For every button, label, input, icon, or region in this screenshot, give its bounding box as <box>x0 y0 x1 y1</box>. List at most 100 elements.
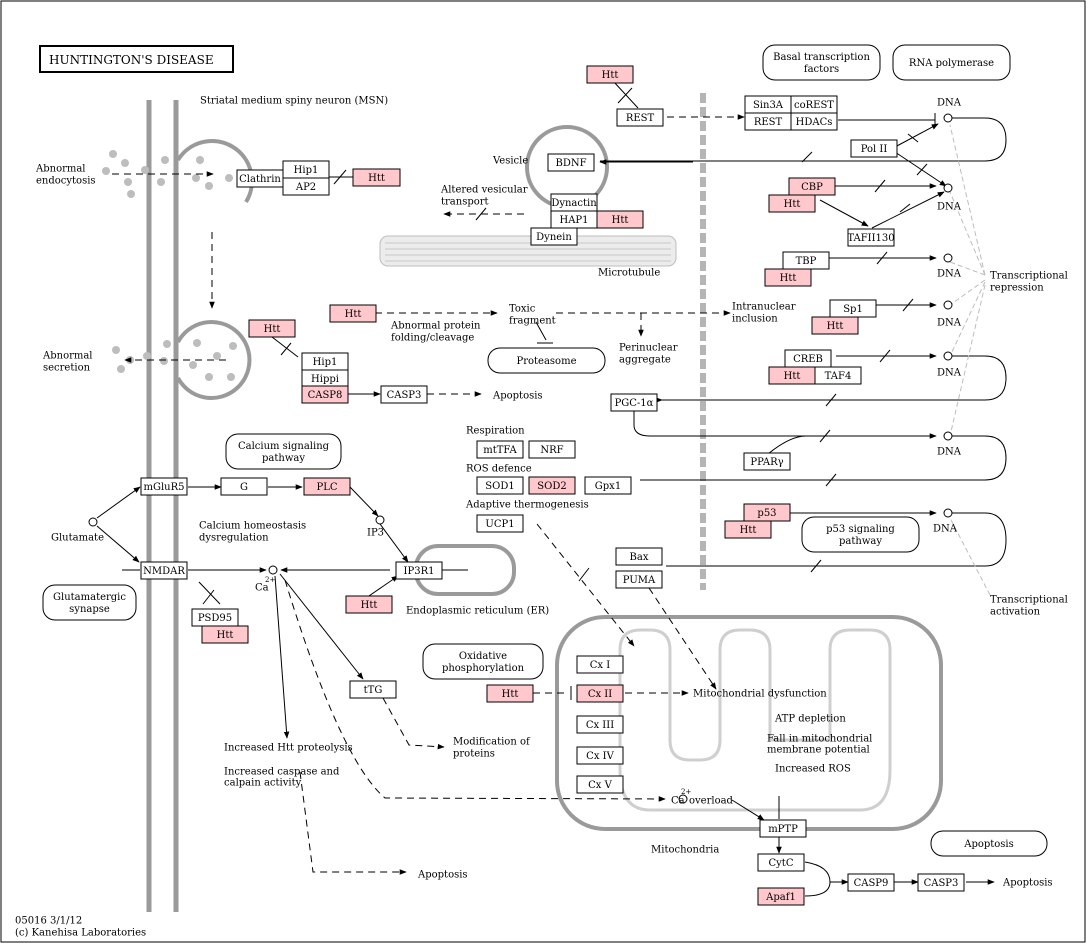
gene-label: Hippi <box>311 374 339 385</box>
gene-node-apaf1[interactable]: Apaf1 <box>757 887 805 906</box>
gene-node-casp9[interactable]: CASP9 <box>847 873 895 892</box>
gene-node-cx1[interactable]: Cx I <box>576 655 624 674</box>
gene-node-g[interactable]: G <box>220 477 268 496</box>
transcriptional-activation-label-2: activation <box>990 607 1041 618</box>
gene-node-casp3-a[interactable]: CASP3 <box>380 385 428 404</box>
gene-node-htt-endocytosis[interactable]: Htt <box>352 168 401 187</box>
gene-node-gpx1[interactable]: Gpx1 <box>584 476 632 495</box>
gene-node-rest-complex[interactable]: REST <box>744 112 792 131</box>
gene-node-htt-ip3r1[interactable]: Htt <box>345 595 393 614</box>
gene-node-cx3[interactable]: Cx III <box>576 715 624 734</box>
gene-node-casp8[interactable]: CASP8 <box>301 385 349 404</box>
gene-node-p53[interactable]: p53 <box>743 503 791 522</box>
gene-node-dynactin[interactable]: Dynactin <box>550 193 598 212</box>
intranuclear-label-2: inclusion <box>732 314 778 325</box>
er-label: Endoplasmic reticulum (ER) <box>406 606 549 617</box>
gene-label: PLC <box>316 482 337 493</box>
gene-label: PGC-1α <box>615 398 654 409</box>
gene-node-cx2[interactable]: Cx II <box>576 684 624 703</box>
calcium-homeostasis-label: Calcium homeostasis <box>199 521 306 532</box>
gene-node-htt-cbp[interactable]: Htt <box>768 194 816 213</box>
gene-node-htt-sp1[interactable]: Htt <box>811 316 859 335</box>
gene-node-hdacs[interactable]: HDACs <box>790 112 838 131</box>
gene-node-plc[interactable]: PLC <box>303 477 351 496</box>
gene-node-mtfa[interactable]: mtTFA <box>476 440 524 459</box>
gene-node-psd95[interactable]: PSD95 <box>191 608 239 627</box>
abnormal-endocytosis-label-2: endocytosis <box>36 176 96 187</box>
gene-node-rest[interactable]: REST <box>616 108 664 127</box>
transcriptional-activation-label: Transcriptional <box>990 595 1068 606</box>
footer-copyright: (c) Kanehisa Laboratories <box>15 928 146 939</box>
gene-node-taf130[interactable]: TAFII130 <box>847 228 895 247</box>
gene-node-bax[interactable]: Bax <box>615 547 663 566</box>
gene-node-htt-toxic[interactable]: Htt <box>329 304 377 323</box>
gene-node-pgc1a[interactable]: PGC-1α <box>610 393 658 412</box>
gene-node-ip3r1[interactable]: IP3R1 <box>395 561 443 580</box>
gene-node-sp1[interactable]: Sp1 <box>829 299 877 318</box>
gene-label: Apaf1 <box>765 892 796 903</box>
gene-node-hap1[interactable]: HAP1 <box>550 210 598 229</box>
gene-node-bdnf[interactable]: BDNF <box>547 153 595 172</box>
gene-node-nrf[interactable]: NRF <box>528 440 576 459</box>
microtubule-label: Microtubule <box>598 268 660 279</box>
gene-node-htt-cx2[interactable]: Htt <box>486 684 534 703</box>
gene-node-pol2[interactable]: Pol II <box>850 139 898 158</box>
gene-node-tbp[interactable]: TBP <box>782 251 830 270</box>
toxic-fragment-label: Toxic <box>509 304 536 315</box>
gene-node-ap2[interactable]: AP2 <box>282 177 330 196</box>
gene-node-htt-hippi[interactable]: Htt <box>248 319 296 338</box>
gene-label: Gpx1 <box>595 481 621 492</box>
gene-node-sin3a[interactable]: Sin3A <box>744 95 792 114</box>
gene-label: Cx V <box>588 780 612 791</box>
pathway-map-rna-polymerase[interactable]: RNA polymerase <box>892 44 1011 81</box>
gene-label: IP3R1 <box>404 566 435 577</box>
gene-node-clathrin[interactable]: Clathrin <box>236 169 284 188</box>
gene-node-puma[interactable]: PUMA <box>615 570 663 589</box>
gene-label: CASP9 <box>854 878 889 889</box>
gene-label: PPARγ <box>750 457 783 468</box>
gene-label: tTG <box>364 685 383 696</box>
gene-node-ucp1[interactable]: UCP1 <box>476 514 524 533</box>
gene-node-cx4[interactable]: Cx IV <box>576 746 624 765</box>
gene-node-nmdar[interactable]: NMDAR <box>140 561 188 580</box>
gene-label: Htt <box>368 173 385 184</box>
gene-node-sod2[interactable]: SOD2 <box>528 476 576 495</box>
gene-node-hip1-b[interactable]: Hip1 <box>301 352 349 371</box>
gene-label: coREST <box>794 100 834 111</box>
gene-node-creb[interactable]: CREB <box>784 349 832 368</box>
gene-node-htt-p53[interactable]: Htt <box>724 520 772 539</box>
pathway-map-apoptosis-map[interactable]: Apoptosis <box>930 830 1048 857</box>
overload-label: overload <box>689 796 734 807</box>
gene-node-mptp[interactable]: mPTP <box>759 819 807 838</box>
gene-node-taf4[interactable]: TAF4 <box>814 366 862 385</box>
pathway-map-proteasome[interactable]: Proteasome <box>487 347 606 374</box>
gene-node-casp3-b[interactable]: CASP3 <box>917 873 965 892</box>
gene-node-dynein[interactable]: Dynein <box>530 227 578 246</box>
dna-label: DNA <box>933 524 958 535</box>
gene-node-htt-top[interactable]: Htt <box>586 65 634 84</box>
gene-node-corest[interactable]: coREST <box>790 95 838 114</box>
gene-node-hippi[interactable]: Hippi <box>301 369 349 388</box>
gene-label: TAF4 <box>825 371 852 382</box>
dna-label: DNA <box>937 269 962 280</box>
gene-node-mglur5[interactable]: mGluR5 <box>140 477 188 496</box>
gene-node-hip1-a[interactable]: Hip1 <box>282 160 330 179</box>
gene-node-htt-psd95[interactable]: Htt <box>201 625 249 644</box>
calcium-homeostasis-label-2: dysregulation <box>199 533 269 544</box>
gene-node-htt-creb[interactable]: Htt <box>768 366 816 385</box>
gene-node-cytc[interactable]: CytC <box>757 853 805 872</box>
gene-node-ttg[interactable]: tTG <box>349 680 397 699</box>
gene-node-ppary[interactable]: PPARγ <box>743 452 791 471</box>
svg-text:HUNTINGTON'S DISEASE: HUNTINGTON'S DISEASE <box>49 53 214 67</box>
gene-node-cbp[interactable]: CBP <box>788 177 836 196</box>
gene-node-htt-hap1[interactable]: Htt <box>596 210 644 229</box>
gene-node-sod1[interactable]: SOD1 <box>476 476 524 495</box>
gene-node-htt-tbp[interactable]: Htt <box>764 268 812 287</box>
gene-node-cx5[interactable]: Cx V <box>576 775 624 794</box>
